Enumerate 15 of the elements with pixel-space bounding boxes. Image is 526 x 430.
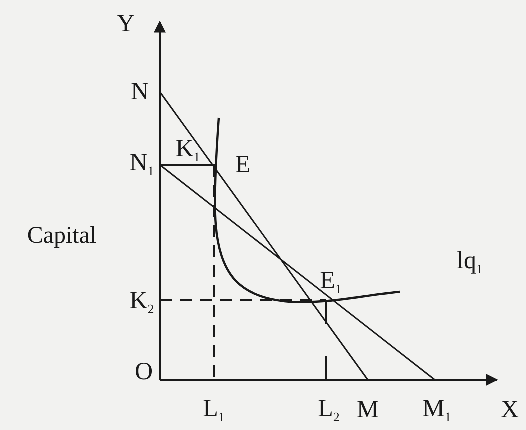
point-label: L$_{2}$ [318,396,340,424]
point-label: M$_{1}$ [422,396,452,424]
axis-label: Y [116,12,136,36]
axis-title: Capital [27,224,97,248]
point-label: N$_{1}$ [130,150,154,178]
point-label: N [130,80,150,104]
point-label: E$_{1}$ [320,268,342,296]
axis-label: X [500,398,520,422]
point-label: K$_{2}$ [130,288,154,316]
point-label: L$_{1}$ [203,396,225,424]
point-label: O [134,360,154,384]
point-label: E [235,152,251,178]
point-label: K$_{1}$ [176,136,200,164]
curve-label: lq$_{1}$ [457,248,483,276]
point-label: M [356,398,380,422]
